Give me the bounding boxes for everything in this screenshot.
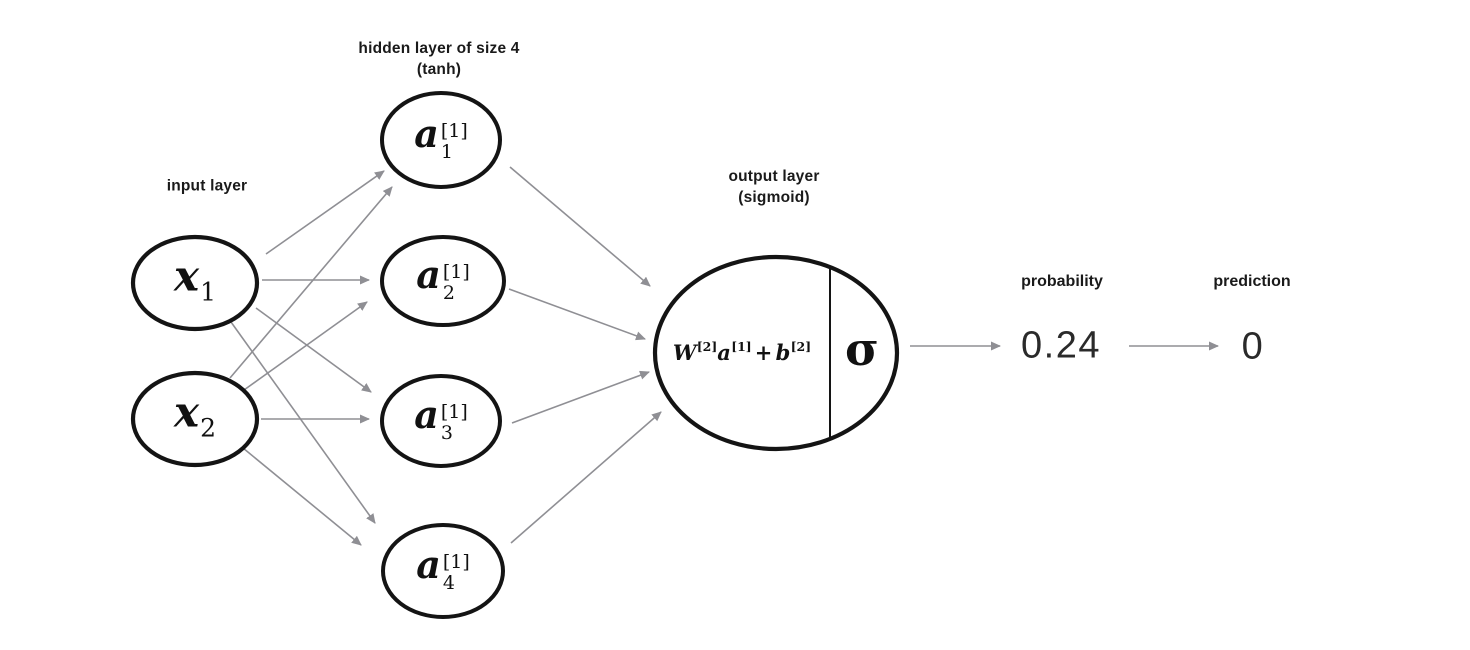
formula-a: a xyxy=(717,340,732,365)
input-layer-label-text: input layer xyxy=(166,177,248,195)
arrow-x1-a1 xyxy=(265,170,385,255)
node-a1-label: a[1]1 xyxy=(414,115,468,163)
a2-subscript: 2 xyxy=(442,282,455,305)
arrow-x2-a4 xyxy=(242,447,362,546)
node-a2-ellipse xyxy=(380,235,506,327)
a3-superscript: [1] xyxy=(440,401,468,424)
a4-base: a xyxy=(416,542,441,588)
output-layer-label-line2: (sigmoid) xyxy=(738,189,810,206)
node-x2-label: x2 xyxy=(174,391,216,443)
node-a3-ellipse xyxy=(380,374,502,468)
a3-subscript: 3 xyxy=(440,422,453,445)
a1-subscript: 1 xyxy=(440,141,453,164)
arrow-x2-a1 xyxy=(229,186,393,379)
formula-a-sup: [1] xyxy=(731,339,752,354)
input-to-hidden-arrows xyxy=(229,170,393,546)
node-output-ellipse xyxy=(652,254,900,452)
arrow-a1-out xyxy=(509,166,651,287)
formula-w: W xyxy=(672,340,697,365)
arrow-x1-a4 xyxy=(230,321,376,524)
arrow-a4-out xyxy=(510,411,662,544)
node-ellipses xyxy=(130,91,900,619)
a4-superscript: [1] xyxy=(442,551,470,574)
a2-base: a xyxy=(416,252,441,298)
prediction-value: 0 xyxy=(1241,325,1265,368)
node-x1-ellipse xyxy=(130,234,260,332)
node-a1-ellipse xyxy=(380,91,502,189)
output-layer-label: output layer (sigmoid) xyxy=(728,166,819,208)
formula-b-sup: [2] xyxy=(790,339,812,354)
formula-w-sup: [2] xyxy=(696,339,718,354)
output-layer-label-line1: output layer xyxy=(728,168,820,185)
x1-base: x xyxy=(174,251,200,301)
a4-subscript: 4 xyxy=(442,572,455,595)
hidden-layer-label-line2: (tanh) xyxy=(416,61,462,78)
hidden-layer-label-line1: hidden layer of size 4 xyxy=(358,40,520,57)
input-layer-label: input layer xyxy=(167,176,248,197)
probability-label: probability xyxy=(1021,273,1103,290)
formula-b: b xyxy=(775,340,791,365)
x1-subscript: 1 xyxy=(200,277,216,307)
arrow-a3-out xyxy=(511,370,650,424)
output-formula: W[2]a[1]+b[2] xyxy=(673,339,811,365)
node-a4-ellipse xyxy=(381,523,505,619)
formula-plus: + xyxy=(754,340,773,365)
sigma-symbol: σ xyxy=(845,322,879,376)
a2-superscript: [1] xyxy=(442,261,470,284)
arrow-a2-out xyxy=(508,288,646,341)
prediction-label: prediction xyxy=(1213,273,1291,290)
a1-base: a xyxy=(414,111,439,157)
a1-superscript: [1] xyxy=(440,120,468,143)
probability-value: 0.24 xyxy=(1021,324,1101,367)
arrow-x2-a2 xyxy=(243,301,368,391)
hidden-to-output-arrows xyxy=(508,166,662,544)
node-a4-label: a[1]4 xyxy=(416,546,470,594)
x2-subscript: 2 xyxy=(200,413,216,443)
node-a3-label: a[1]3 xyxy=(414,396,468,444)
a3-base: a xyxy=(414,392,439,438)
x2-base: x xyxy=(174,387,200,437)
node-x1-label: x1 xyxy=(174,255,216,307)
node-x2-ellipse xyxy=(130,370,260,468)
hidden-layer-label: hidden layer of size 4 (tanh) xyxy=(358,38,519,80)
arrow-x1-a3 xyxy=(255,307,372,393)
node-a2-label: a[1]2 xyxy=(416,256,470,304)
